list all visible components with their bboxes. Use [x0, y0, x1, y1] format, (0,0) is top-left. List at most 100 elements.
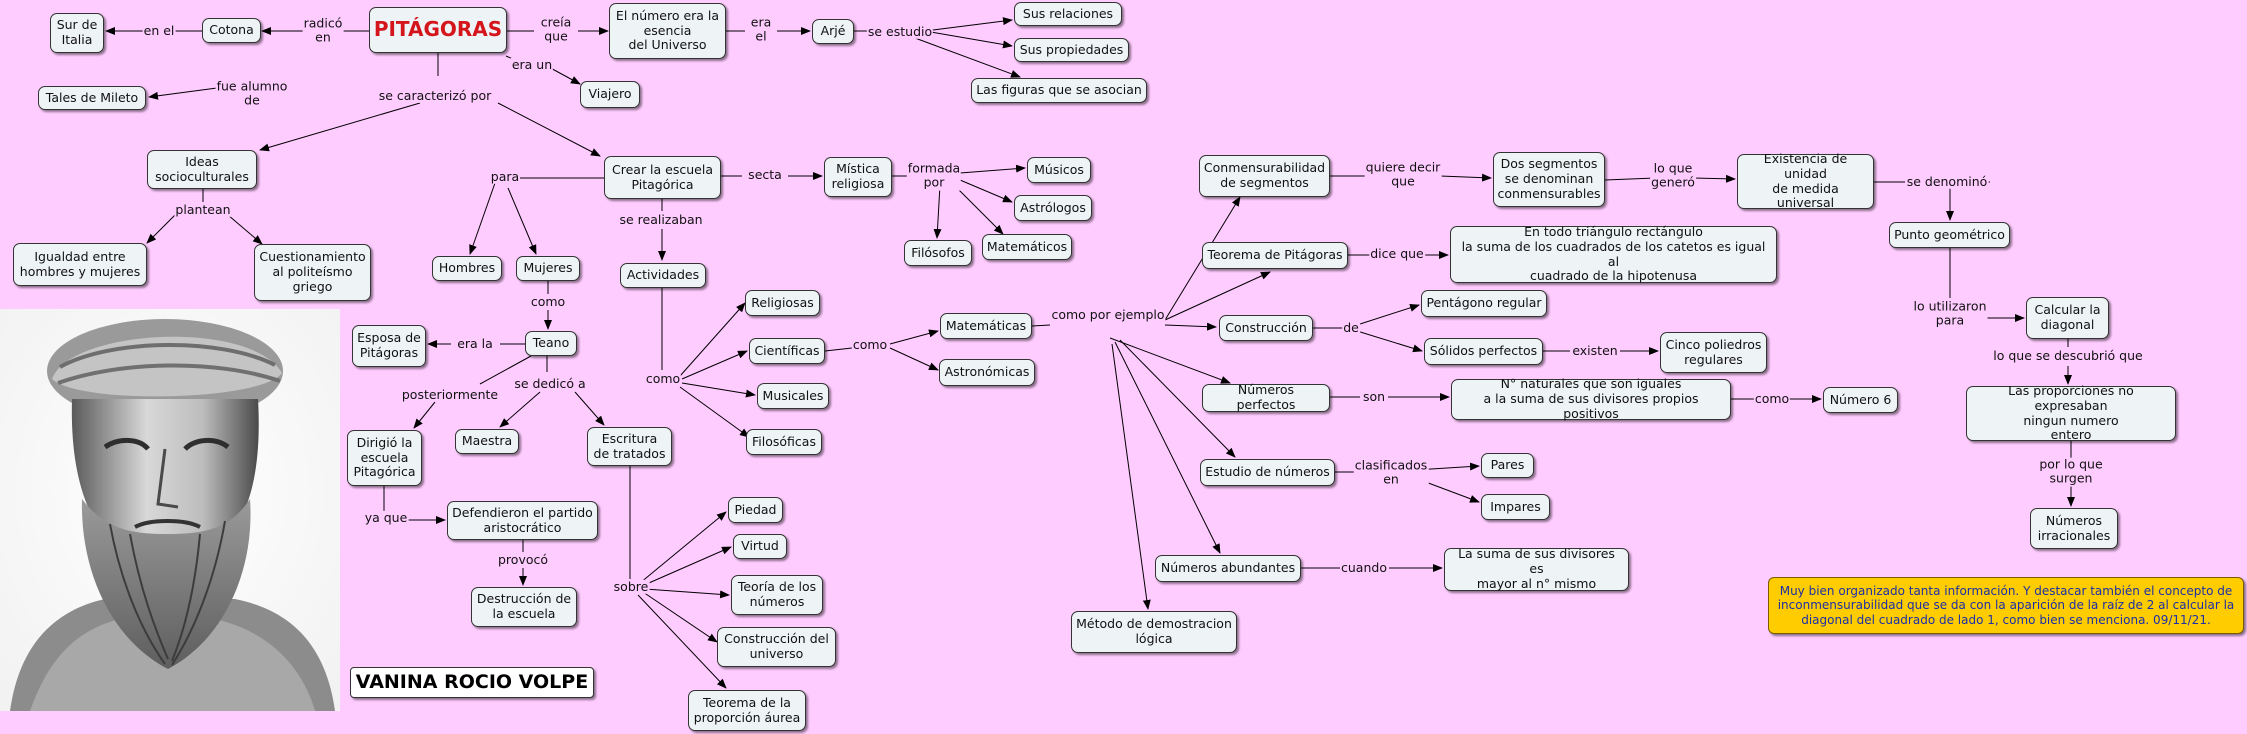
node-mujeres[interactable]: Mujeres [516, 256, 580, 281]
node-sus-propiedades[interactable]: Sus propiedades [1014, 38, 1129, 62]
node-pares[interactable]: Pares [1481, 453, 1534, 478]
node-naturales[interactable]: N° naturales que son iguales a la suma d… [1451, 377, 1731, 421]
link-label: creía que [539, 14, 573, 45]
node-hombres[interactable]: Hombres [432, 256, 502, 281]
link-label: son [1361, 388, 1387, 405]
node-dos-segmentos[interactable]: Dos segmentos se denominan conmensurable… [1493, 152, 1605, 207]
node-numero6[interactable]: Número 6 [1823, 387, 1898, 413]
connector-line [1356, 303, 1420, 326]
connector-line [146, 214, 176, 244]
node-defendieron[interactable]: Defendieron el partido aristocrático [447, 501, 598, 540]
node-poliedros[interactable]: Cinco poliedros regulares [1660, 332, 1767, 373]
link-label: como [529, 293, 567, 310]
node-perfectos[interactable]: Números perfectos [1202, 382, 1330, 412]
connector-line [639, 511, 727, 584]
node-cuestionamiento[interactable]: Cuestionamiento al politeísmo griego [254, 244, 371, 301]
node-filosofos[interactable]: Filósofos [904, 240, 972, 266]
node-igualdad[interactable]: Igualdad entre hombres y mujeres [13, 243, 147, 286]
node-sur-italia[interactable]: Sur de Italia [50, 13, 104, 53]
node-punto[interactable]: Punto geométrico [1889, 222, 2010, 248]
node-solidos[interactable]: Sólidos perfectos [1424, 338, 1543, 365]
node-ideas[interactable]: Ideas socioculturales [147, 150, 257, 189]
node-destruccion[interactable]: Destrucción de la escuela [471, 587, 577, 627]
node-escuela[interactable]: Crear la escuela Pitagórica [604, 156, 721, 199]
node-estudio[interactable]: Estudio de números [1200, 459, 1335, 486]
link-label: se estudio [866, 23, 934, 40]
connector-line [413, 401, 436, 429]
node-musicos[interactable]: Músicos [1027, 157, 1091, 183]
link-label: lo que se descubrió que [1992, 347, 2144, 364]
node-pentagono[interactable]: Pentágono regular [1421, 290, 1547, 317]
link-label: era el [749, 14, 773, 45]
node-triangulo[interactable]: En todo triángulo rectángulo la suma de … [1450, 224, 1777, 283]
node-teorema-pitagoras[interactable]: Teorema de Pitágoras [1202, 242, 1348, 269]
connector-line [479, 355, 532, 385]
node-filosoficas[interactable]: Filosóficas [746, 429, 822, 455]
node-cientificas[interactable]: Científicas [749, 338, 825, 364]
link-label: clasificados en [1353, 457, 1429, 488]
node-musicales[interactable]: Musicales [757, 383, 829, 409]
link-label: quiere decir que [1364, 159, 1442, 190]
node-maestra[interactable]: Maestra [455, 429, 519, 454]
node-calcular[interactable]: Calcular la diagonal [2026, 297, 2109, 339]
node-teorema-aurea[interactable]: Teorema de la proporción áurea [688, 690, 806, 731]
link-label: secta [747, 166, 783, 183]
node-matematicas[interactable]: Matemáticas [940, 313, 1032, 339]
node-suma-divisores[interactable]: La suma de sus divisores es mayor al n° … [1444, 547, 1629, 591]
node-abundantes[interactable]: Números abundantes [1155, 555, 1301, 582]
link-label: como [851, 336, 889, 353]
link-label: existen [1571, 342, 1619, 359]
node-tales[interactable]: Tales de Mileto [38, 86, 146, 110]
node-proporciones[interactable]: Las proporciones no expresaban ningun nu… [1966, 383, 2176, 442]
connector-line [497, 102, 601, 157]
connector-line [1114, 341, 1221, 554]
node-numero-esencia[interactable]: El número era la esencia del Universo [609, 3, 726, 59]
link-label: cuando [1340, 559, 1388, 576]
node-piedad[interactable]: Piedad [728, 497, 783, 523]
node-arje[interactable]: Arjé [812, 19, 854, 44]
node-matematicos[interactable]: Matemáticos [982, 234, 1072, 260]
node-escritura[interactable]: Escritura de tratados [587, 427, 672, 466]
node-figuras[interactable]: Las figuras que se asocian [971, 78, 1147, 103]
connector-line [824, 347, 853, 352]
node-construccion-universo[interactable]: Construcción del universo [717, 627, 836, 667]
link-label: en el [142, 22, 176, 39]
node-actividades[interactable]: Actividades [620, 263, 706, 288]
node-dirigio[interactable]: Dirigió la escuela Pitagórica [347, 430, 422, 486]
node-impares[interactable]: Impares [1481, 494, 1550, 520]
node-viajero[interactable]: Viajero [580, 81, 640, 108]
link-label: fue alumno de [215, 78, 289, 109]
node-sus-relaciones[interactable]: Sus relaciones [1014, 2, 1122, 26]
connector-line [889, 347, 939, 371]
node-teoria-numeros[interactable]: Teoría de los números [731, 575, 823, 615]
connector-line [954, 185, 1004, 235]
connector-line [1692, 174, 1736, 183]
connector-line [681, 382, 756, 398]
node-cotona[interactable]: Cotona [202, 18, 261, 43]
link-label: para [489, 168, 521, 185]
link-label: se realizaban [618, 211, 704, 228]
title-node-pitagoras[interactable]: PITÁGORAS [369, 7, 507, 53]
node-astrologos[interactable]: Astrólogos [1014, 195, 1092, 221]
node-astronomicas[interactable]: Astronómicas [939, 359, 1035, 386]
node-irracionales[interactable]: Números irracionales [2030, 508, 2118, 549]
link-label: lo utilizaron para [1912, 298, 1988, 329]
node-esposa[interactable]: Esposa de Pitágoras [352, 325, 426, 367]
connector-line [637, 594, 727, 689]
node-existencia[interactable]: Existencia de unidad de medida universal [1737, 151, 1874, 210]
author-name: VANINA ROCIO VOLPE [350, 667, 594, 698]
connector-line [642, 591, 718, 643]
link-label: posteriormente [400, 386, 500, 403]
link-label: ya que [363, 509, 409, 526]
link-label: formada por [906, 160, 962, 191]
node-metodo[interactable]: Método de demostracion lógica [1071, 611, 1237, 653]
node-conmensurabilidad[interactable]: Conmensurabilidad de segmentos [1199, 155, 1330, 197]
connector-line [1164, 271, 1271, 321]
node-teano[interactable]: Teano [525, 331, 577, 356]
node-mistica[interactable]: Mística religiosa [824, 157, 892, 197]
node-construccion[interactable]: Construcción [1219, 315, 1313, 341]
node-virtud[interactable]: Virtud [733, 534, 787, 559]
connector-line [889, 329, 939, 345]
node-religiosas[interactable]: Religiosas [745, 290, 820, 316]
link-label: como por ejemplo [1050, 306, 1166, 323]
